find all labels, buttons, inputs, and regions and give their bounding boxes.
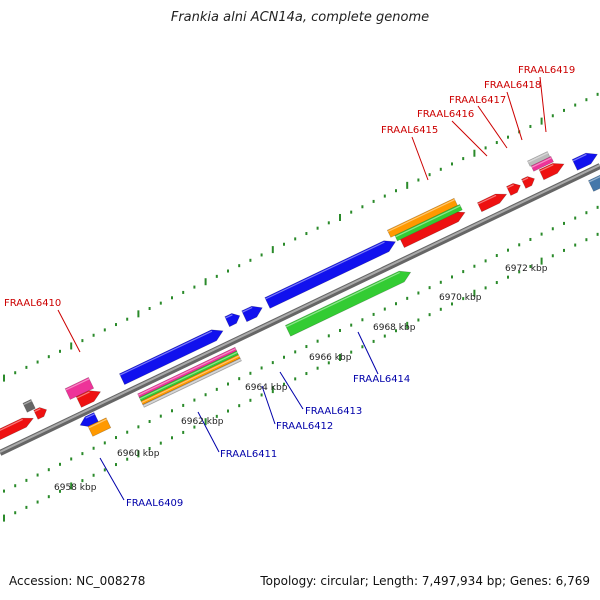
label-leaders [57,76,547,501]
gene-features [0,151,600,441]
gene-feature [224,313,241,328]
label-leader-line [99,457,125,501]
label-leader-line [411,136,429,181]
gene-feature-highlight [531,157,552,168]
label-leader-line [357,331,379,375]
gene-feature-highlight [143,358,242,407]
gene-feature-highlight [141,355,240,404]
gene-feature [538,163,565,181]
gene-feature [33,407,47,420]
gene-feature [142,357,242,408]
gene-feature-highlight [23,400,32,406]
gene-label-fraal6412: FRAAL6412 [276,421,333,432]
scale-label-6960: 6960 kbp [117,449,160,459]
gene-label-fraal6418: FRAAL6418 [484,80,541,91]
gene-feature-highlight [137,348,236,396]
gene-feature [241,305,263,323]
gene-feature-highlight [225,314,233,319]
gene-feature-highlight [527,152,549,163]
scale-label-6966: 6966 kbp [309,353,352,363]
gene-feature [394,203,463,242]
label-leader-line [506,91,523,141]
gene-label-fraal6417: FRAAL6417 [449,95,506,106]
gene-feature-highlight [76,391,90,399]
scale-labels: 6958 kbp 6960 kbp 6962 kbp 6964 kbp 6966… [54,264,548,493]
scale-label-6962: 6962 kbp [181,417,224,427]
gene-feature [75,390,102,408]
accession-text: Accession: NC_008278 [9,574,146,588]
gene-feature-highlight [521,177,529,182]
gene-feature-highlight [139,351,238,400]
gene-feature-highlight [65,378,90,391]
label-leader-line [261,385,276,425]
gene-feature-highlight [34,408,41,413]
label-leader-line [279,371,304,410]
lower-gene-labels: FRAAL6409 FRAAL6411 FRAAL6412 FRAAL6413 … [126,374,410,509]
scale-label-6958: 6958 kbp [54,483,97,493]
gene-feature [118,329,224,385]
gene-label-fraal6419: FRAAL6419 [518,65,575,76]
gene-feature-highlight [477,194,497,205]
label-leader-line [197,411,220,453]
upper-gene-labels: FRAAL6410 FRAAL6415 FRAAL6416 FRAAL6417 … [4,65,575,309]
dna-backbone [0,163,600,456]
gene-feature [521,176,535,189]
gene-feature [0,417,34,441]
gene-label-fraal6409: FRAAL6409 [126,498,183,509]
gene-feature [87,417,112,437]
gene-feature [571,152,598,171]
label-leader-line [57,309,81,353]
gene-label-fraal6415: FRAAL6415 [381,125,438,136]
scale-label-6972: 6972 kbp [505,264,548,274]
gene-label-fraal6414: FRAAL6414 [353,374,410,385]
gene-feature-highlight [88,418,107,429]
gene-feature [527,151,551,167]
gene-feature [64,376,95,400]
gene-feature [284,270,412,337]
gene-label-fraal6416: FRAAL6416 [417,109,474,120]
gene-label-fraal6413: FRAAL6413 [305,406,362,417]
gene-feature [506,183,521,196]
gene-label-fraal6410: FRAAL6410 [4,298,61,309]
gene-feature-highlight [119,330,213,376]
gene-feature [264,240,397,309]
gene-feature [587,174,600,192]
label-leader-line [451,120,488,157]
scale-label-6964: 6964 kbp [245,383,288,393]
gene-label-fraal6411: FRAAL6411 [220,449,277,460]
label-leader-line [477,105,508,149]
gene-feature-highlight [395,205,461,238]
gene-feature-highlight [539,164,554,172]
gene-feature-highlight [85,413,95,419]
gene-feature-highlight [506,184,514,189]
scale-label-6968: 6968 kbp [373,323,416,333]
genome-info-text: Topology: circular; Length: 7,497,934 bp… [260,574,590,588]
gene-feature-highlight [572,153,587,162]
gene-feature-highlight [588,176,600,183]
map-title: Frankia alni ACN14a, complete genome [170,10,430,25]
gene-feature-highlight [387,199,455,233]
scale-label-6970: 6970 kbp [439,293,482,303]
gene-feature [477,193,508,213]
gene-feature-highlight [265,241,385,300]
label-leader-line [539,76,547,133]
gene-feature [22,398,36,413]
tick-marks [3,92,599,522]
gene-feature-highlight [0,418,23,431]
gene-feature-highlight [242,306,253,313]
gene-feature-highlight [285,271,400,328]
